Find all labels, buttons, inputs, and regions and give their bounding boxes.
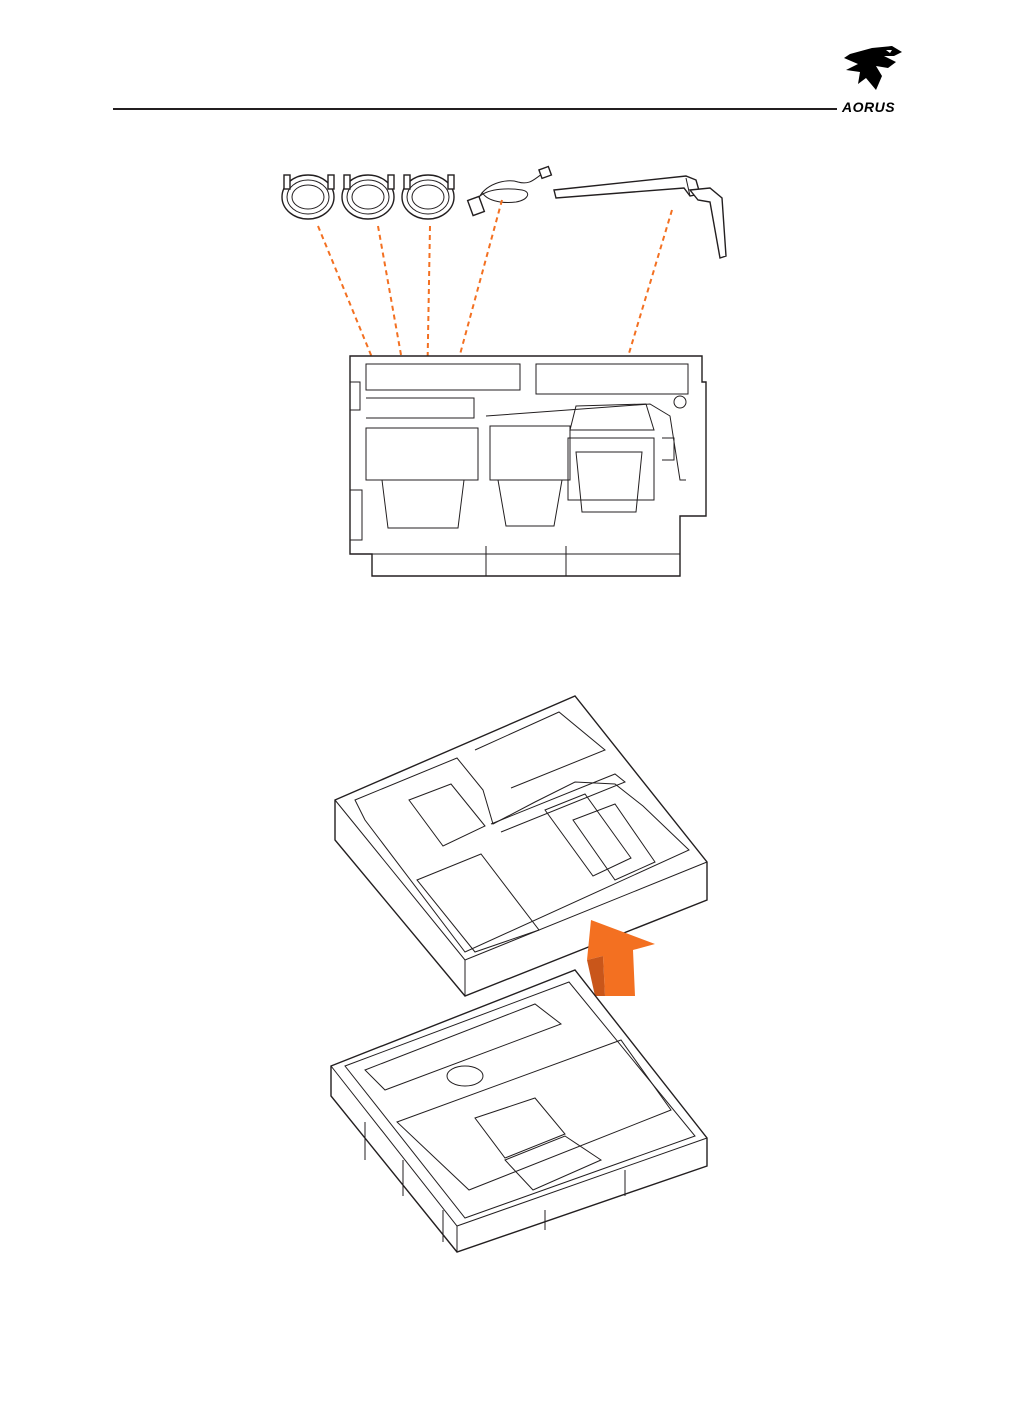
header-rule	[113, 108, 837, 110]
brand-logo: AORUS	[836, 44, 916, 120]
power-cord-icon	[468, 167, 552, 216]
packing-contents-diagram	[270, 160, 750, 585]
upper-foam	[335, 696, 707, 996]
cable-icon	[342, 175, 394, 219]
eagle-icon	[836, 44, 916, 98]
foam-tray	[350, 356, 706, 576]
lower-foam-with-monitor	[331, 970, 707, 1252]
cable-icon	[282, 175, 334, 219]
brand-logo-text: AORUS	[842, 99, 895, 115]
stand-arm-icon	[554, 176, 726, 258]
lift-arrow-icon	[587, 920, 655, 996]
lift-foam-diagram	[325, 690, 725, 1260]
cable-icon	[402, 175, 454, 219]
